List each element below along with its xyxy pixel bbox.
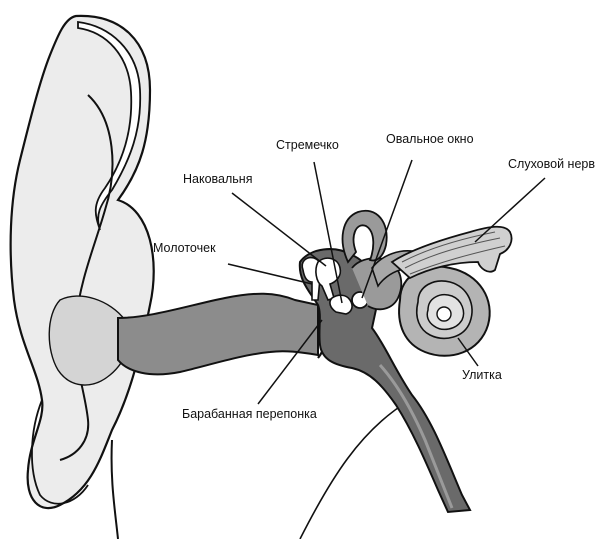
pointer-stapes bbox=[313, 161, 343, 304]
stapes bbox=[329, 294, 353, 315]
cochlea-center bbox=[436, 306, 452, 322]
auditory-nerve bbox=[390, 225, 513, 280]
helix-rim bbox=[77, 20, 142, 231]
label-auditory-nerve: Слуховой нерв bbox=[508, 157, 595, 171]
label-malleus: Молоточек bbox=[153, 241, 216, 255]
pointer-cochlea bbox=[457, 337, 479, 367]
semicircular-canal-upper bbox=[341, 209, 388, 264]
pointer-auditory-nerve bbox=[474, 177, 546, 243]
neck-outline bbox=[299, 399, 411, 539]
pointer-incus bbox=[231, 192, 327, 267]
label-oval-window: Овальное окно bbox=[386, 132, 474, 146]
label-cochlea: Улитка bbox=[462, 368, 502, 382]
label-incus: Наковальня bbox=[183, 172, 253, 186]
pointer-oval-window bbox=[361, 159, 413, 299]
head-outline bbox=[110, 439, 119, 539]
concha bbox=[48, 295, 131, 386]
earlobe bbox=[31, 399, 89, 505]
label-eardrum: Барабанная перепонка bbox=[182, 407, 317, 421]
ear-canal bbox=[117, 292, 319, 376]
pointer-malleus bbox=[227, 263, 313, 285]
auricle-outer bbox=[9, 14, 155, 510]
label-stapes: Стремечко bbox=[276, 138, 339, 152]
eustachian-tube bbox=[378, 363, 454, 509]
pointer-eardrum bbox=[257, 319, 323, 405]
